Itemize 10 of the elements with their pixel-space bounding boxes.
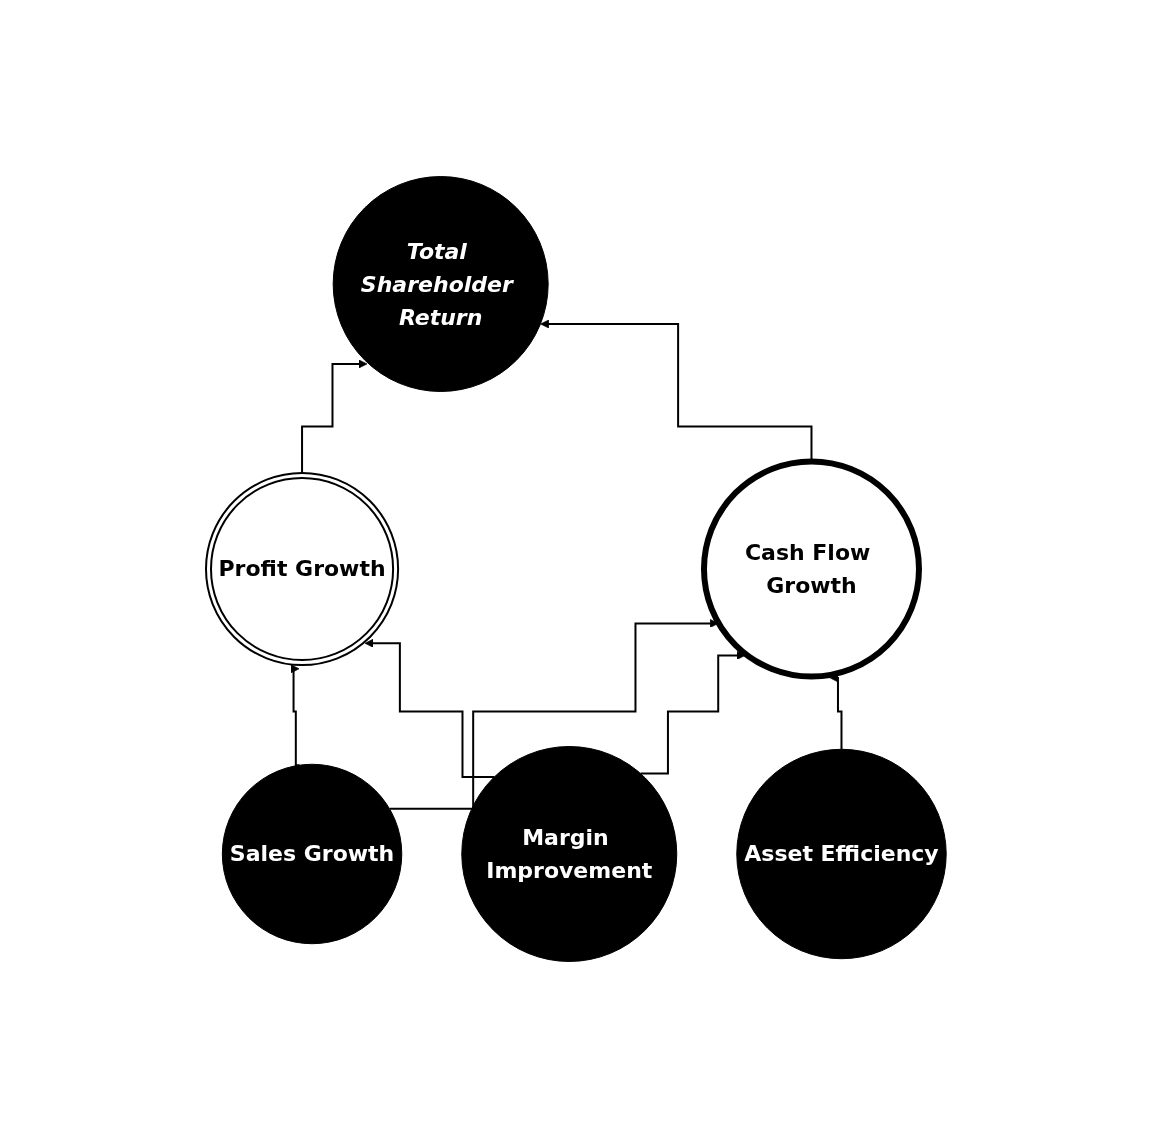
node-circle: Profit Growth bbox=[204, 471, 399, 667]
node-circle: Total Shareholder Return bbox=[332, 176, 549, 392]
node-circle: Margin Improvement bbox=[461, 746, 678, 962]
arrow bbox=[364, 638, 496, 778]
arrow bbox=[639, 651, 746, 775]
arrow bbox=[300, 359, 368, 474]
node-circle: Asset Efficiency bbox=[736, 748, 947, 960]
node-circle: Cash Flow Growth bbox=[700, 458, 922, 680]
node-circle: Sales Growth bbox=[221, 763, 403, 945]
arrow bbox=[290, 664, 301, 767]
